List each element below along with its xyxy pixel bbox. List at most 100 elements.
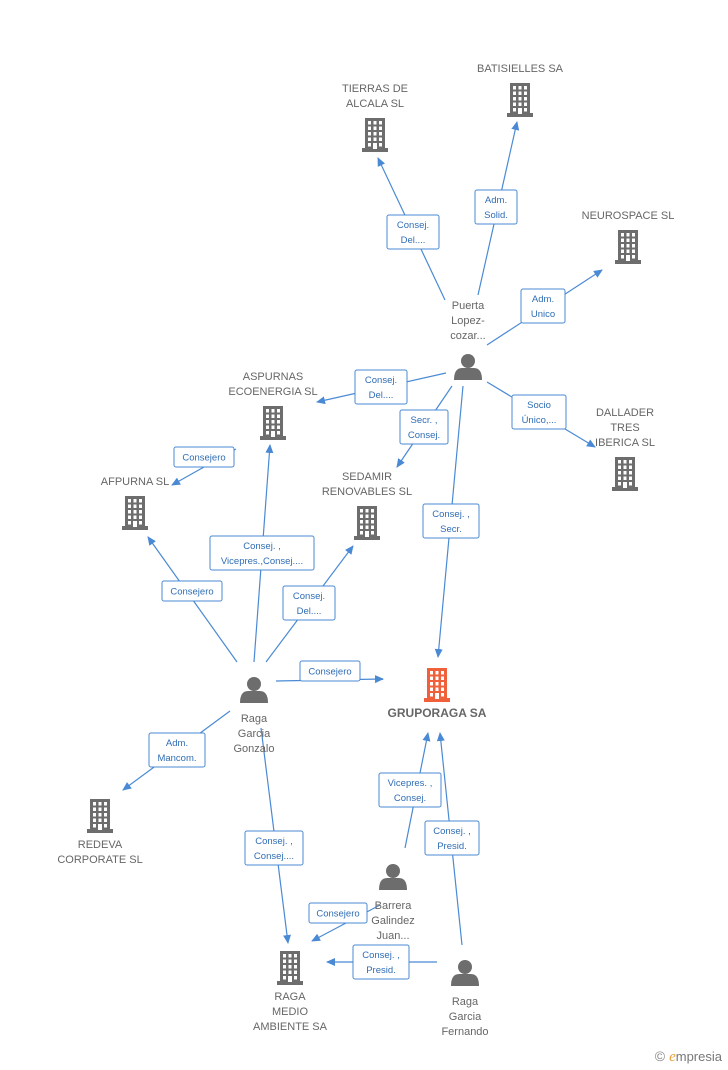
node-label: Gonzalo	[234, 743, 275, 755]
relation-label-box[interactable]: Consej. ,Secr.	[422, 503, 480, 539]
building-icon	[354, 506, 380, 540]
relation-label-box[interactable]: Secr. ,Consej.	[399, 409, 449, 445]
person-icon	[379, 864, 407, 890]
node-label: SEDAMIR	[342, 471, 392, 483]
node-label: ECOENERGIA SL	[228, 386, 317, 398]
relation-label-box[interactable]: Adm. Unico	[520, 288, 566, 324]
relation-label-box[interactable]: Consejero	[173, 446, 235, 468]
person-node-puerta[interactable]: PuertaLopez-cozar...	[450, 300, 486, 380]
copyright-icon: ©	[654, 1048, 666, 1064]
relation-label-box[interactable]: Consej.Del....	[386, 214, 440, 250]
node-label: RAGA	[274, 991, 306, 1003]
building-icon	[507, 83, 533, 117]
relation-label-frame	[424, 820, 480, 856]
person-node-barrera[interactable]: BarreraGalindezJuan...	[371, 864, 415, 942]
relation-label-frame	[209, 535, 315, 571]
company-node-neurospace[interactable]: NEUROSPACE SL	[582, 210, 675, 264]
company-node-aspurnas[interactable]: ASPURNAS ECOENERGIA SL	[228, 371, 318, 440]
relation-label-box[interactable]: Adm.Solid.	[474, 189, 518, 225]
company-node-gruporaga[interactable]: GRUPORAGA SA	[388, 668, 487, 720]
relation-label-text: Consej.	[394, 793, 426, 804]
building-icon	[260, 406, 286, 440]
relation-label-text: Consej.	[365, 375, 397, 386]
relation-edge-puerta-sedamir: Secr. ,Consej.	[396, 385, 453, 468]
relation-label-box[interactable]: Consej. ,Presid.	[352, 944, 410, 980]
node-label: TIERRAS DE	[342, 83, 408, 95]
relation-edge-aspurnas-afpurna: Consejero	[171, 446, 237, 486]
relation-edge-puerta-tierras: Consej.Del....	[377, 157, 446, 301]
relation-label-box[interactable]: Consejero	[161, 580, 223, 602]
relation-label-text: Consej.	[293, 591, 325, 602]
person-icon	[240, 677, 268, 703]
relation-label-box[interactable]: SocioÚnico,...	[511, 394, 567, 430]
node-label: IBERICA SL	[595, 437, 655, 449]
building-icon	[362, 118, 388, 152]
relation-label-text: Consejero	[308, 667, 351, 678]
relation-label-text: Consejero	[316, 909, 359, 920]
relation-label-text: Consej.	[397, 220, 429, 231]
company-node-batisielles[interactable]: BATISIELLES SA	[477, 63, 564, 117]
relation-label-box[interactable]: Adm.Mancom.	[148, 732, 206, 768]
node-label: cozar...	[450, 330, 485, 342]
node-label: TRES	[610, 422, 639, 434]
relation-label-text: Del....	[297, 606, 322, 617]
relation-label-text: Vicepres.,Consej....	[221, 556, 303, 567]
relation-label-frame	[282, 585, 336, 621]
relation-label-frame	[354, 369, 408, 405]
node-label: MEDIO	[272, 1006, 309, 1018]
relation-label-text: Consej.	[408, 430, 440, 441]
company-node-tierras[interactable]: TIERRAS DE ALCALA SL	[342, 83, 408, 152]
node-label: CORPORATE SL	[57, 854, 142, 866]
person-icon	[451, 960, 479, 986]
node-label: Garcia	[238, 728, 271, 740]
relation-edge-puerta-gruporaga: Consej. ,Secr.	[422, 385, 480, 658]
company-node-dallader[interactable]: DALLADER TRES IBERICA SL	[595, 407, 655, 491]
relation-label-box[interactable]: Consej. ,Presid.	[424, 820, 480, 856]
node-label: DALLADER	[596, 407, 654, 419]
node-label: ALCALA SL	[346, 98, 404, 110]
relation-label-box[interactable]: Consej. Del....	[282, 585, 336, 621]
company-node-sedamir[interactable]: SEDAMIR RENOVABLES SL	[322, 471, 412, 540]
relation-edge-barrera-gruporaga: Vicepres. ,Consej.	[378, 732, 442, 849]
relation-label-text: Consej. ,	[433, 826, 471, 837]
node-label: Fernando	[441, 1026, 488, 1038]
footer-brand: ©empresia	[655, 1048, 722, 1066]
relation-label-box[interactable]: Consejero	[299, 660, 361, 682]
company-node-afpurna[interactable]: AFPURNA SL	[101, 476, 169, 530]
relation-label-text: Consej. ,	[432, 509, 470, 520]
relation-edge-raga_fernando-gruporaga: Consej. ,Presid.	[424, 732, 480, 946]
building-icon	[612, 457, 638, 491]
relation-edge-puerta-dallader: SocioÚnico,...	[486, 381, 596, 448]
relation-label-text: Del....	[369, 390, 394, 401]
brand-name: mpresia	[675, 1049, 722, 1064]
relation-edge-puerta-batisielles: Adm.Solid.	[474, 121, 520, 296]
person-icon	[454, 354, 482, 380]
node-label: ASPURNAS	[243, 371, 304, 383]
relation-label-frame	[386, 214, 440, 250]
node-label: RENOVABLES SL	[322, 486, 412, 498]
relation-label-frame	[422, 503, 480, 539]
relation-label-frame	[244, 830, 304, 866]
relation-label-text: Único,...	[522, 415, 557, 426]
relation-edge-raga_gonzalo-redeva: Adm.Mancom.	[122, 710, 231, 791]
relation-label-text: Mancom.	[157, 753, 196, 764]
relation-label-frame	[520, 288, 566, 324]
relation-label-box[interactable]: Vicepres. ,Consej.	[378, 772, 442, 808]
node-label: BATISIELLES SA	[477, 63, 564, 75]
relation-label-box[interactable]: Consej. ,Consej....	[244, 830, 304, 866]
relation-label-box[interactable]: Consej. Del....	[354, 369, 408, 405]
relation-label-box[interactable]: Consejero	[308, 902, 368, 924]
relation-label-frame	[399, 409, 449, 445]
building-icon	[615, 230, 641, 264]
building-icon	[122, 496, 148, 530]
relation-label-text: Unico	[531, 309, 555, 320]
relation-label-box[interactable]: Consej. ,Vicepres.,Consej....	[209, 535, 315, 571]
relation-label-frame	[474, 189, 518, 225]
relation-label-text: Adm.	[532, 294, 554, 305]
building-icon	[424, 668, 450, 702]
relation-edge-barrera-raga_medio: Consejero	[308, 902, 381, 942]
